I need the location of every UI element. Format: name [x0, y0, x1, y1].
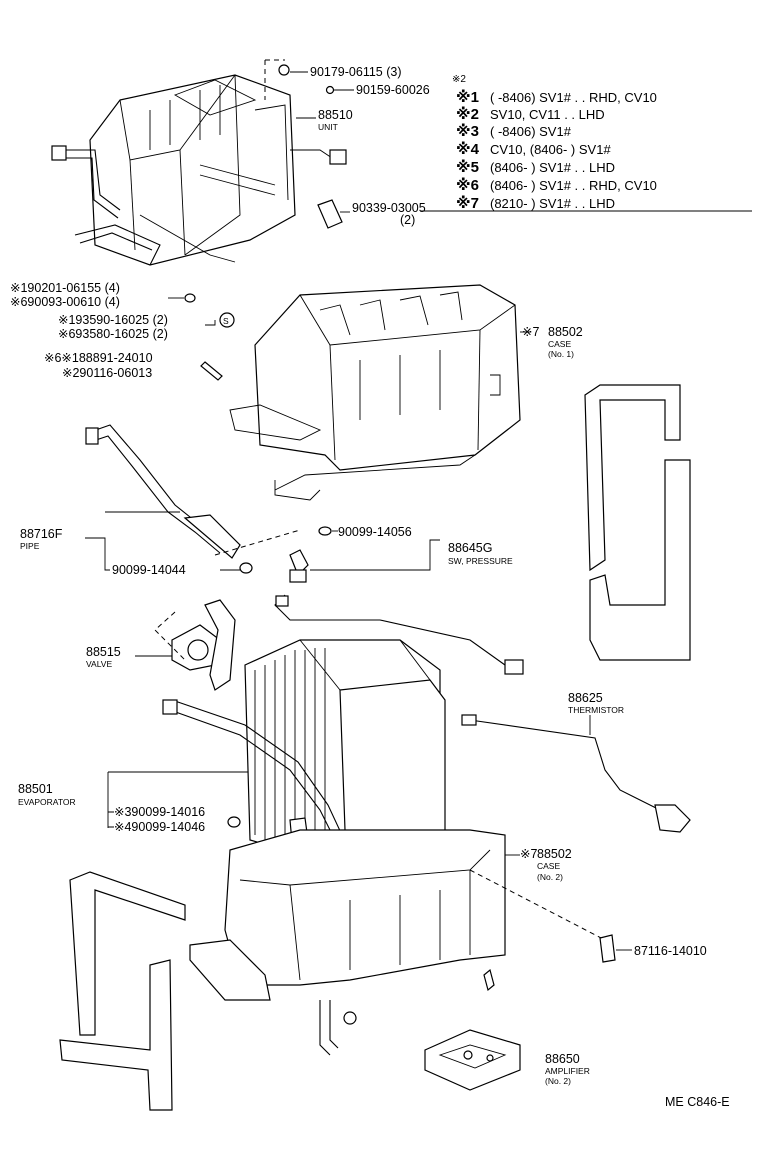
case-no1-drawing [229, 284, 521, 501]
note-mark: ※3 [456, 122, 479, 140]
label-90099-14056: 90099-14056 [338, 525, 412, 539]
note-text: (8210- ) SV1# . . LHD [490, 196, 615, 211]
label-693580: ※693580-16025 (2) [58, 327, 168, 341]
pressure-switch-labels: 88645G SW, PRESSURE [310, 539, 513, 571]
note-text: ( -8406) SV1# . . RHD, CV10 [490, 90, 657, 105]
note-mark: ※5 [456, 158, 479, 176]
note-row: ※5 (8406- ) SV1# . . LHD [456, 158, 615, 176]
label-188891: ※6※188891-24010 [44, 351, 153, 365]
note-row: ※3 ( -8406) SV1# [456, 122, 572, 140]
note-row: ※7 (8210- ) SV1# . . LHD [456, 194, 615, 212]
note-text: (8406- ) SV1# . . LHD [490, 160, 615, 175]
note-text: (8406- ) SV1# . . RHD, CV10 [490, 178, 657, 193]
note-row: ※6 (8406- ) SV1# . . RHD, CV10 [456, 176, 657, 194]
label-88716f: 88716F [20, 527, 63, 541]
label-88515-name: VALVE [86, 659, 112, 669]
fastener-labels: ※190201-06155 (4) ※690093-00610 (4) ※193… [10, 281, 235, 381]
note-mark: ※7 [456, 194, 479, 212]
note-mark: ※1 [456, 88, 479, 106]
label-193590: ※193590-16025 (2) [58, 313, 168, 327]
evaporator-drawing [162, 639, 446, 861]
thermistor-drawing [461, 714, 691, 833]
note-text: ( -8406) SV1# [490, 124, 572, 139]
case-no1-mark: ※7 [522, 325, 539, 339]
label-90179: 90179-06115 (3) [310, 65, 402, 79]
label-88502-case1-sub: (No. 1) [548, 349, 574, 359]
note-row: ※1 ( -8406) SV1# . . RHD, CV10 [456, 88, 657, 106]
note-mark: ※6 [456, 176, 479, 194]
label-90339-qty: (2) [400, 213, 415, 227]
diagram-code: ME C846-E [665, 1095, 730, 1109]
notes-header-marker: ※2 [452, 74, 466, 85]
label-90339: 90339-03005 [352, 201, 426, 215]
label-88510-name: UNIT [318, 122, 338, 132]
pipe-88716f-drawing [85, 424, 253, 574]
label-690093: ※690093-00610 (4) [10, 295, 120, 309]
label-88625: 88625 [568, 691, 603, 705]
label-88502-case1: 88502 [548, 325, 583, 339]
label-88716f-name: PIPE [20, 541, 40, 551]
label-90099-14044: 90099-14044 [112, 563, 186, 577]
expansion-valve-drawing [154, 599, 236, 691]
label-90159: 90159-60026 [356, 83, 430, 97]
case-no2-labels: ※7 88502 CASE (No. 2) [505, 847, 572, 882]
label-390099: ※390099-14016 [114, 805, 205, 819]
label-88650: 88650 [545, 1052, 580, 1066]
circle-s-marker: S [223, 316, 229, 326]
case-no1-labels: ※7 88502 CASE (No. 1) [520, 325, 583, 359]
label-88502-case2-name: CASE [537, 861, 560, 871]
label-88510: 88510 [318, 108, 353, 122]
insulation-strips-right [584, 384, 691, 661]
amplifier-labels: 88650 AMPLIFIER (No. 2) [545, 1052, 590, 1086]
label-88502-case2-sub: (No. 2) [537, 872, 563, 882]
note-text: CV10, (8406- ) SV1# [490, 142, 611, 157]
note-row: ※4 CV10, (8406- ) SV1# [456, 140, 611, 158]
unit-labels: 90179-06115 (3) 90159-60026 88510 UNIT 9… [290, 65, 430, 227]
insulation-strips-left [59, 871, 186, 1111]
label-88502-case1-name: CASE [548, 339, 571, 349]
label-88645g-name: SW, PRESSURE [448, 556, 513, 566]
label-88650-sub: (No. 2) [545, 1076, 571, 1086]
label-88625-name: THERMISTOR [568, 705, 624, 715]
note-mark: ※4 [456, 140, 480, 158]
label-88501-evaporator: EVAPORATOR [18, 797, 76, 807]
note-row: ※2 SV10, CV11 . . LHD [456, 105, 605, 123]
evaporator-labels: 88501 EVAPORATOR ※390099-14016 ※490099-1… [18, 771, 248, 834]
thermistor-labels: 88625 THERMISTOR [568, 691, 624, 735]
note-mark: ※2 [456, 105, 479, 123]
label-290116: ※290116-06013 [62, 366, 152, 380]
label-88501: 88501 [18, 782, 53, 796]
note-text: SV10, CV11 . . LHD [490, 107, 605, 122]
applicability-notes: ※2 ※1 ( -8406) SV1# . . RHD, CV10 ※2 SV1… [420, 74, 752, 212]
pressure-switch-drawing [274, 549, 524, 675]
label-87116: 87116-14010 [634, 944, 707, 958]
pipe-labels: 88716F PIPE 90099-14044 90099-14056 [20, 511, 412, 577]
label-88650-name: AMPLIFIER [545, 1066, 590, 1076]
clip-87116: 87116-14010 [469, 869, 707, 963]
valve-labels: 88515 VALVE [86, 645, 172, 669]
unit-assembly-drawing [51, 59, 347, 266]
label-88515: 88515 [86, 645, 121, 659]
amplifier-drawing [424, 1029, 521, 1091]
case-no2-drawing [189, 829, 506, 1056]
label-490099: ※490099-14046 [114, 820, 205, 834]
label-190201: ※190201-06155 (4) [10, 281, 120, 295]
case-no2-mark: ※7 [520, 847, 537, 861]
label-88645g: 88645G [448, 541, 492, 555]
label-88502-case2: 88502 [537, 847, 572, 861]
